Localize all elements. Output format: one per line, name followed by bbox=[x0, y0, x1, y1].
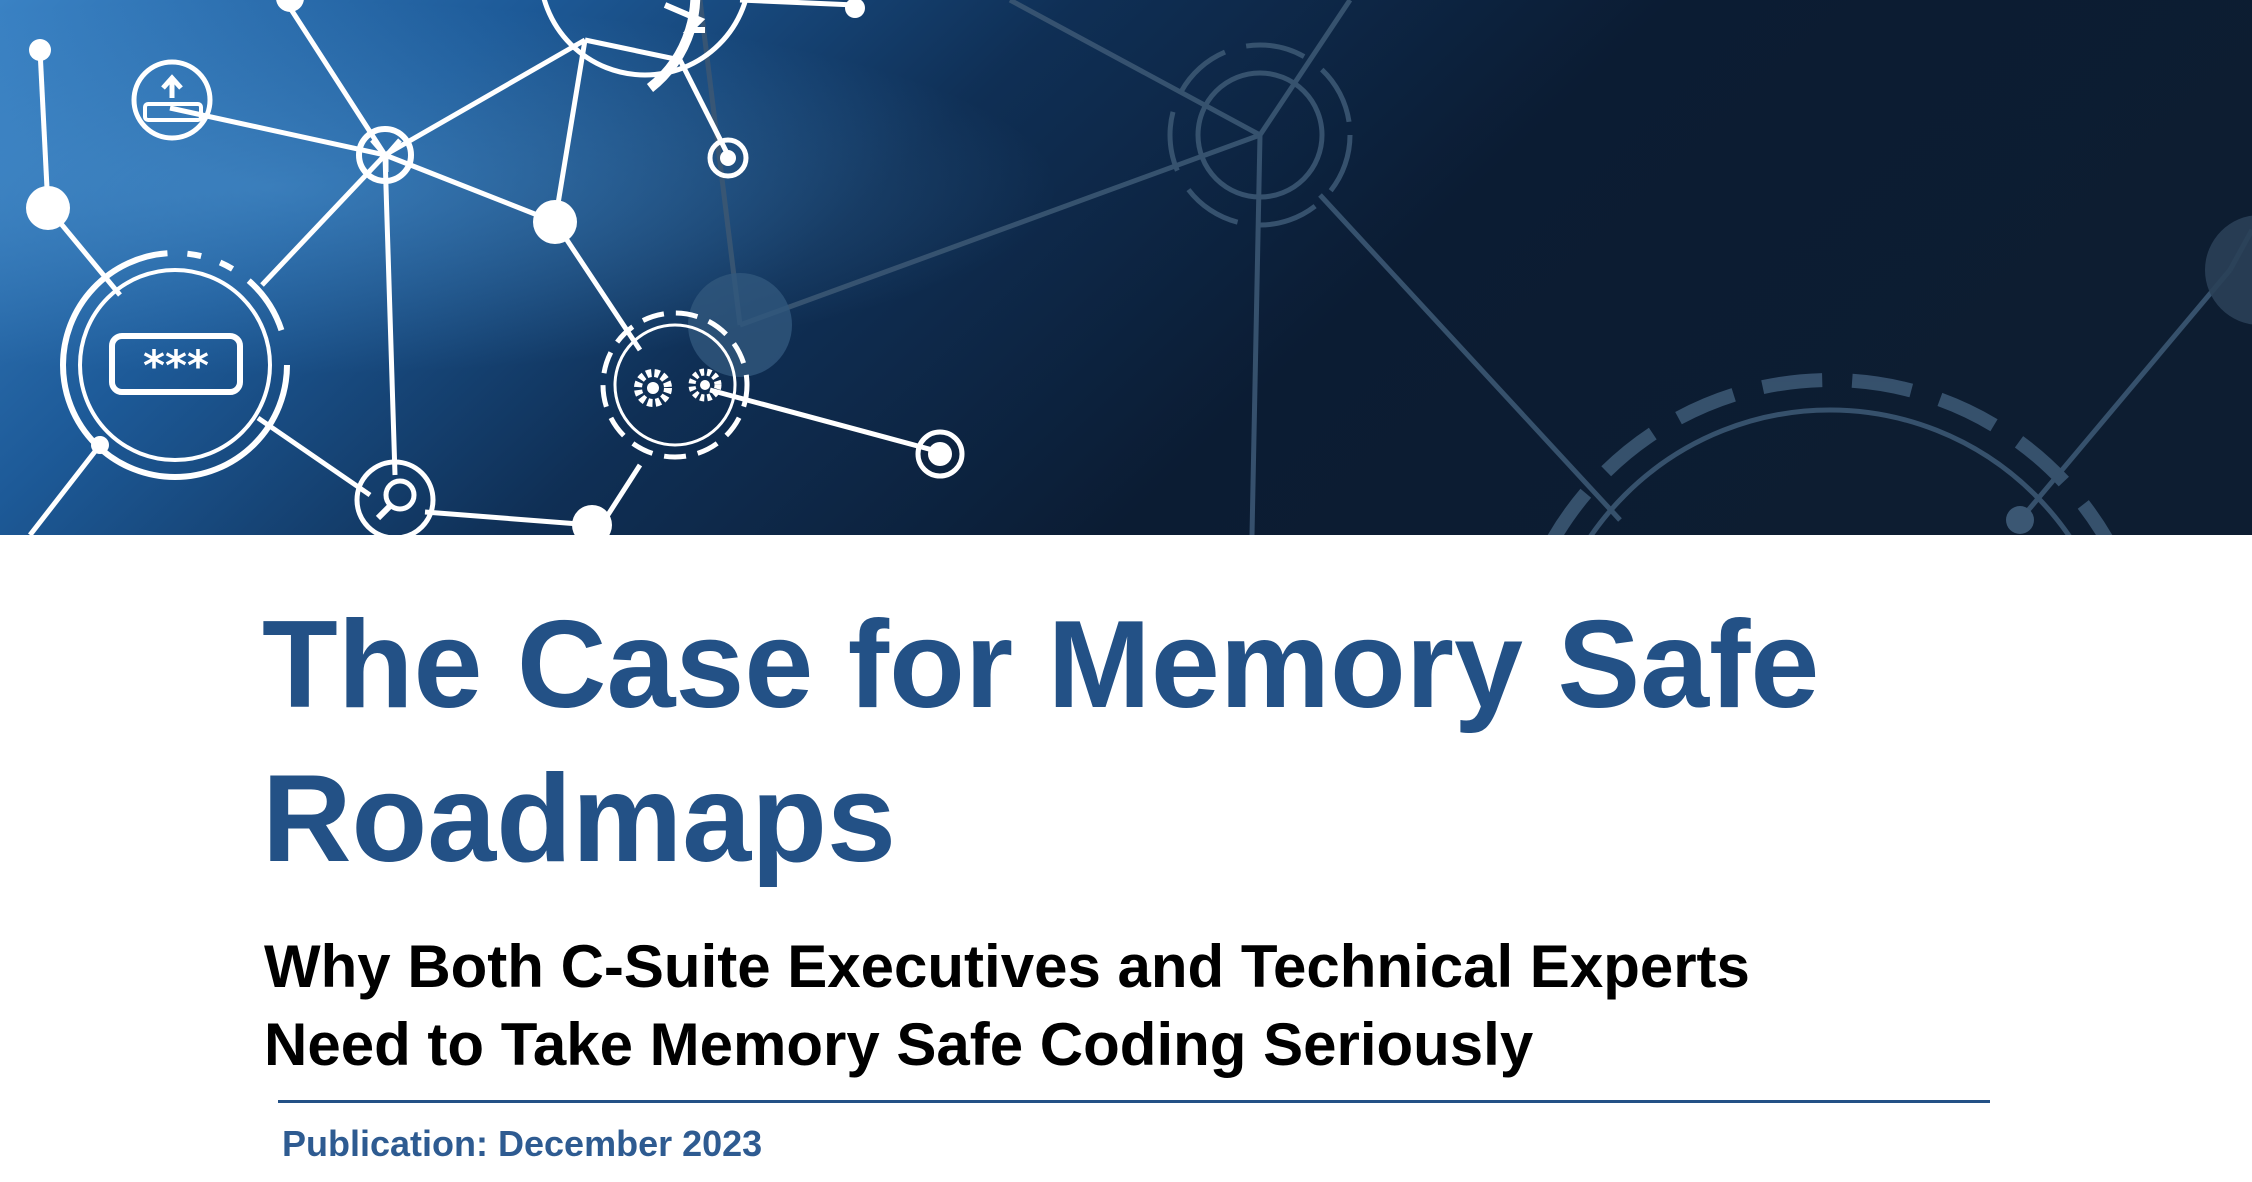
upload-icon bbox=[131, 59, 213, 141]
magnifier-icon bbox=[354, 459, 436, 535]
hero-banner: *** bbox=[0, 0, 2252, 535]
title-line-2: Roadmaps bbox=[262, 750, 896, 888]
background-node bbox=[2205, 215, 2252, 325]
ring-node bbox=[915, 429, 965, 479]
background-node bbox=[688, 273, 792, 377]
document-subtitle: Why Both C-Suite Executives and Technica… bbox=[264, 928, 2164, 1084]
settings-gears-icon bbox=[600, 310, 750, 460]
background-node bbox=[2006, 506, 2034, 534]
network-hub-icon bbox=[356, 126, 414, 184]
foreground-network bbox=[28, 0, 941, 535]
ring-node bbox=[707, 137, 749, 179]
svg-text:***: *** bbox=[143, 341, 209, 390]
ring-node-center bbox=[720, 150, 736, 166]
network-node bbox=[91, 436, 109, 454]
key-icon bbox=[541, 0, 749, 92]
subtitle-line-2: Need to Take Memory Safe Coding Seriousl… bbox=[264, 1011, 1534, 1078]
publication-date: Publication: December 2023 bbox=[282, 1123, 763, 1164]
subtitle-line-1: Why Both C-Suite Executives and Technica… bbox=[264, 933, 1750, 1000]
network-nodes bbox=[26, 0, 865, 535]
password-icon: *** bbox=[60, 250, 290, 480]
document-title: The Case for Memory Safe Roadmaps bbox=[262, 588, 2162, 896]
title-line-1: The Case for Memory Safe bbox=[262, 596, 1820, 734]
ring-node-center bbox=[928, 442, 952, 466]
divider-rule bbox=[278, 1100, 1990, 1103]
network-graphic: *** bbox=[0, 0, 2252, 535]
